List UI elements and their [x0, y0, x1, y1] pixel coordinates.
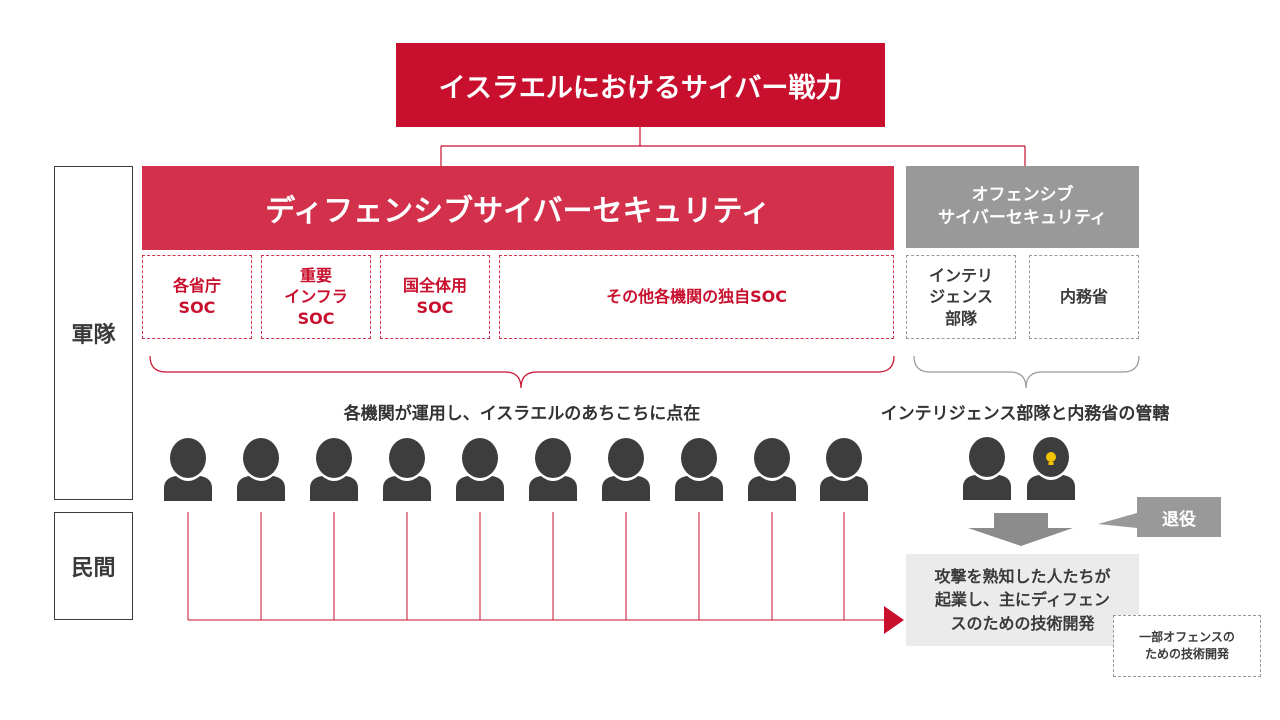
person-icon — [963, 437, 1011, 500]
intelligence-unit: インテリ ジェンス 部隊 — [906, 255, 1016, 339]
offensive-caption: インテリジェンス部隊と内務省の管轄 — [880, 403, 1170, 424]
offense-dev-note: 一部オフェンスの ための技術開発 — [1113, 615, 1261, 677]
defensive-caption: 各機関が運用し、イスラエルのあちこちに点在 — [343, 403, 701, 424]
civilian-row-label: 民間 — [54, 512, 133, 620]
person-icon — [310, 438, 358, 501]
retire-callout — [1098, 497, 1221, 537]
soc-infrastructure: 重要 インフラ SOC — [261, 255, 371, 339]
person-icon — [456, 438, 504, 501]
military-row-label: 軍隊 — [54, 166, 133, 500]
flow-arrowhead — [884, 606, 904, 634]
person-icon — [675, 438, 723, 501]
person-icon — [602, 438, 650, 501]
soc-other-agencies: その他各機関の独自SOC — [499, 255, 894, 339]
retire-label: 退役 — [1162, 509, 1196, 530]
person-icon — [383, 438, 431, 501]
soc-national: 国全体用 SOC — [380, 255, 490, 339]
page-title: イスラエルにおけるサイバー戦力 — [396, 43, 885, 127]
person-icon — [748, 438, 796, 501]
lightbulb-person-icon — [1027, 437, 1075, 500]
startup-result-box: 攻撃を熟知した人たちが 起業し、主にディフェン スのための技術開発 — [906, 554, 1139, 646]
person-icon — [529, 438, 577, 501]
person-icon — [164, 438, 212, 501]
interior-ministry: 内務省 — [1029, 255, 1139, 339]
offensive-brace — [913, 355, 1140, 389]
person-icon — [237, 438, 285, 501]
person-icon — [820, 438, 868, 501]
down-arrow — [968, 513, 1073, 546]
offensive-header: オフェンシブ サイバーセキュリティ — [906, 166, 1139, 248]
defensive-brace — [149, 355, 895, 389]
defensive-header: ディフェンシブサイバーセキュリティ — [142, 166, 894, 250]
soc-ministries: 各省庁 SOC — [142, 255, 252, 339]
